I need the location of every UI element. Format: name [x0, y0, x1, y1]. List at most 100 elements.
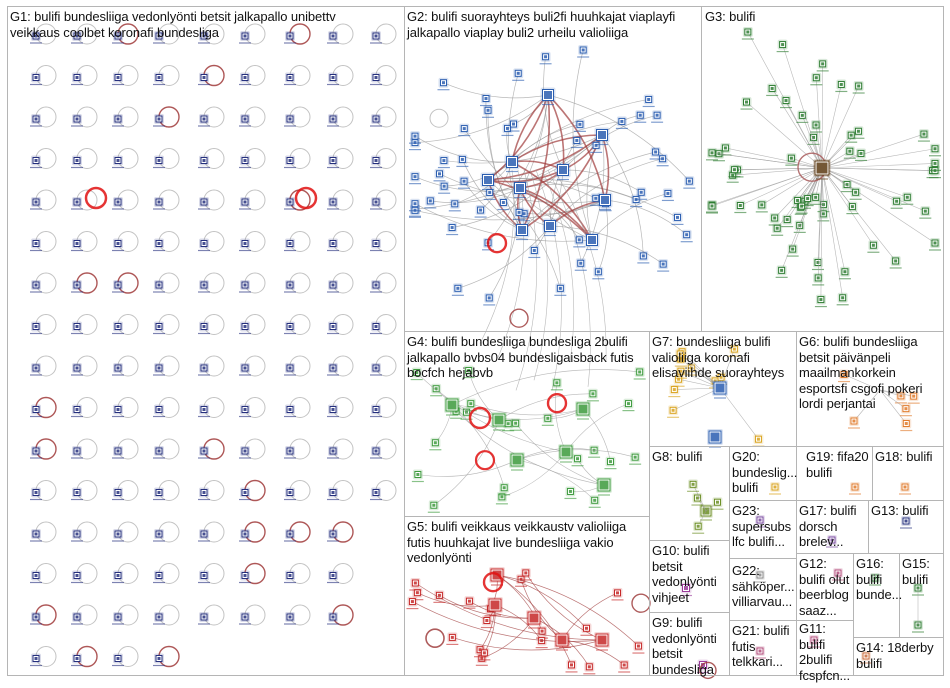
g7-edge-9 — [672, 387, 721, 411]
g1-node-121-fill — [243, 574, 247, 577]
g2-node-51-fill — [501, 201, 505, 205]
g2-node-42-fill — [638, 113, 642, 117]
g2-node-39-fill — [462, 127, 466, 131]
g2-self-loop-bold — [486, 232, 508, 254]
g2-node-32-fill — [579, 261, 583, 265]
g1-node-68-fill — [243, 325, 247, 328]
g1-node-82-fill — [75, 408, 79, 411]
g2-edge-3 — [457, 225, 551, 289]
g1-node-56-fill — [116, 283, 120, 287]
g5-hub-0-fill — [490, 600, 500, 610]
g2-node-22-fill — [488, 190, 492, 194]
g4-edge-15 — [565, 403, 629, 453]
g1-node-65-fill — [116, 325, 120, 328]
g1-node-20-fill — [116, 117, 120, 121]
g3-edge-5 — [746, 101, 823, 169]
g1-node-92-fill — [116, 449, 120, 453]
g10-node-fill — [684, 586, 688, 590]
g3-edge-54 — [711, 167, 823, 207]
g19-node-fill — [853, 485, 857, 489]
g3-edge-24 — [821, 167, 926, 212]
g1-node-134-fill — [116, 657, 120, 660]
g2-edge-13 — [549, 225, 664, 265]
g3-node-3-fill — [775, 226, 779, 230]
g4-node-8-fill — [546, 416, 550, 420]
g2-long-edge-5 — [541, 169, 575, 363]
g1-node-123-fill — [331, 574, 335, 577]
g4-node-14-fill — [469, 402, 473, 406]
g1-node-116-fill — [34, 574, 38, 577]
g4-node-1-fill — [593, 498, 597, 502]
g5-node-12-fill — [587, 665, 591, 669]
g2-edge-38 — [488, 187, 521, 299]
g1-node-60-fill — [288, 283, 292, 287]
g2-node-35-fill — [639, 190, 643, 194]
g3-node-25-fill — [773, 216, 777, 220]
g2-long-edge-3 — [529, 169, 549, 381]
g3-edge-20 — [821, 163, 936, 169]
group-box-g8 — [649, 446, 730, 541]
g5-node-4-fill — [524, 571, 528, 575]
g4-node-5-fill — [506, 422, 510, 426]
g5-node-3-fill — [519, 577, 523, 581]
g3-node-55-fill — [806, 197, 810, 201]
g3-node-5-fill — [745, 100, 749, 104]
g1-node-71-fill — [374, 325, 378, 328]
g3-node-52-fill — [895, 199, 899, 203]
g2-node-19-fill — [581, 48, 585, 52]
g2-hub-9-fill — [588, 236, 596, 244]
g4-node-17-fill — [502, 486, 506, 490]
g2-edge-22 — [489, 134, 603, 193]
g6-node-4-fill — [904, 422, 908, 426]
g2-node-6-fill — [685, 233, 689, 237]
g2-node-7-fill — [594, 196, 598, 200]
g3-node-58-fill — [839, 82, 843, 86]
g4-edge-18 — [435, 388, 500, 421]
g3-edge-4 — [821, 148, 936, 169]
g1-node-23-fill — [243, 117, 247, 121]
g1-node-85-fill — [202, 408, 206, 411]
g1-node-131-fill — [331, 615, 335, 619]
g2-long-edge-2 — [515, 169, 538, 391]
g3-node-8-fill — [798, 223, 802, 227]
group-box-g20 — [729, 446, 797, 501]
g5-node-11-fill — [584, 626, 588, 630]
g2-node-10-fill — [453, 202, 457, 206]
g3-edge-1 — [786, 167, 823, 220]
g4-node-0-fill — [432, 503, 436, 507]
g1-node-111-fill — [157, 532, 161, 536]
g8-edge-1 — [692, 484, 707, 512]
g6-edge-0 — [843, 374, 881, 391]
g7-edge-11 — [679, 353, 721, 389]
g4-hub-2-fill — [578, 404, 588, 414]
g3-edge-41 — [785, 100, 823, 169]
g3-edge-11 — [771, 88, 823, 169]
g2-node-9-fill — [666, 191, 670, 195]
g11-node-fill — [812, 638, 816, 642]
g2-hub-edge-5-7 — [487, 169, 564, 183]
g5-edge-21 — [496, 574, 639, 647]
g6-node-5-fill — [904, 407, 908, 411]
g1-node-125-fill — [75, 615, 79, 619]
g2-node-40-fill — [578, 122, 582, 126]
g2-hub-3-fill — [546, 222, 554, 230]
g1-node-106-fill — [331, 491, 335, 494]
g3-node-0-fill — [933, 241, 937, 245]
g5-node-7-fill — [480, 656, 484, 660]
g4-node-9-fill — [555, 381, 559, 385]
g1-node-113-fill — [243, 532, 247, 536]
g2-node-31-fill — [511, 122, 515, 126]
g2-node-23-fill — [661, 157, 665, 161]
g1-node-122-fill — [288, 574, 292, 577]
g7-node-8-fill — [719, 375, 723, 379]
g2-hub-edge-1-7 — [487, 94, 549, 181]
g1-node-76-fill — [202, 366, 206, 370]
g1-node-55-fill — [75, 283, 79, 287]
g1-node-25-fill — [331, 117, 335, 121]
g3-node-7-fill — [871, 243, 875, 247]
g1-node-42-fill — [288, 200, 292, 204]
g4-hub-5-fill — [447, 400, 457, 410]
g1-node-103-fill — [202, 491, 206, 494]
g5-node-15-fill — [478, 648, 482, 652]
g2-hub-edge-2-7 — [487, 134, 603, 181]
